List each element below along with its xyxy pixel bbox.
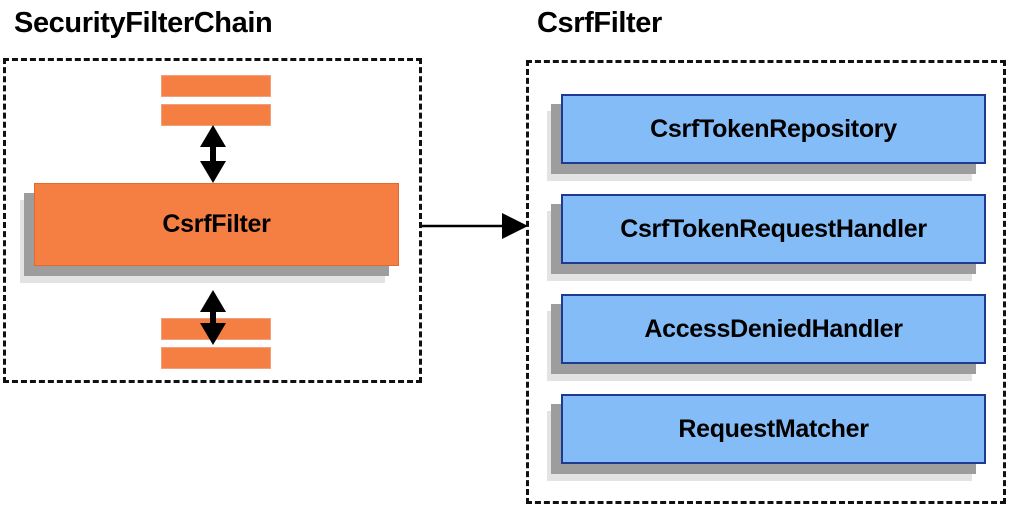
csrf-filter-box[interactable]: CsrfFilter xyxy=(20,183,399,283)
csrf-filter-box-label: CsrfFilter xyxy=(162,210,271,238)
collaborator-box-face: CsrfTokenRequestHandler xyxy=(561,194,986,264)
security-filter-chain-panel xyxy=(3,58,422,383)
collaborator-box-face: CsrfTokenRepository xyxy=(561,94,986,164)
csrf-filter-detail-panel xyxy=(526,60,1006,504)
filter-bar-top-1 xyxy=(161,75,271,97)
collaborator-box-access-denied-handler[interactable]: AccessDeniedHandler xyxy=(547,294,986,381)
collaborator-box-label: CsrfTokenRepository xyxy=(650,114,897,143)
collaborator-box-request-matcher[interactable]: RequestMatcher xyxy=(547,394,986,481)
filter-bar-top-2 xyxy=(161,104,271,126)
collaborator-box-csrf-token-request-handler[interactable]: CsrfTokenRequestHandler xyxy=(547,194,986,281)
collaborator-box-face: AccessDeniedHandler xyxy=(561,294,986,364)
page-title-security-filter-chain: SecurityFilterChain xyxy=(14,7,273,39)
filter-bar-bottom-1 xyxy=(161,318,271,340)
collaborator-box-label: RequestMatcher xyxy=(678,414,869,443)
collaborator-box-face: RequestMatcher xyxy=(561,394,986,464)
csrf-filter-box-face: CsrfFilter xyxy=(34,183,399,266)
collaborator-box-label: CsrfTokenRequestHandler xyxy=(620,214,927,243)
collaborator-box-label: AccessDeniedHandler xyxy=(644,314,903,343)
expand-arrow-icon xyxy=(422,213,528,239)
collaborator-box-csrf-token-repository[interactable]: CsrfTokenRepository xyxy=(547,94,986,181)
page-title-csrf-filter: CsrfFilter xyxy=(537,7,662,39)
filter-bar-bottom-2 xyxy=(161,347,271,369)
